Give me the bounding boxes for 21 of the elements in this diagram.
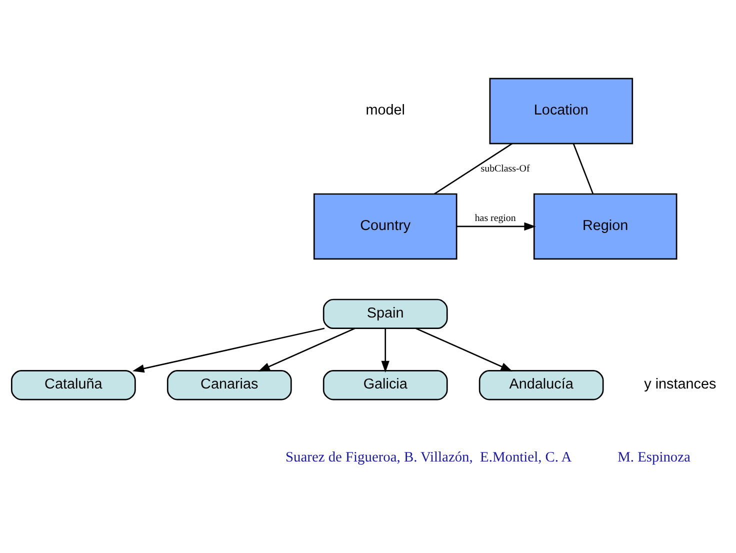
arrow: [416, 328, 513, 372]
label: Suarez de Figueroa, B. Villazón, E.Montiel, C. A: [286, 450, 572, 466]
node-box: Location: [489, 78, 634, 144]
label: y instances: [644, 376, 716, 393]
connector: [572, 143, 594, 194]
node-box: Galicia: [322, 370, 448, 400]
node-box: Region: [533, 193, 678, 260]
node-box: Canarias: [166, 370, 292, 400]
node-box: Andalucía: [478, 370, 604, 400]
arrow: [132, 328, 325, 373]
edge-label: has region: [474, 212, 516, 224]
node-box: Spain: [322, 298, 448, 330]
arrow: [456, 222, 536, 231]
label: M. Espinoza: [618, 450, 690, 466]
connector: [434, 143, 513, 194]
edge-label: subClass-Of: [480, 163, 530, 174]
label: model: [366, 102, 405, 118]
node-box: Cataluña: [10, 370, 136, 400]
node-box: Country: [313, 193, 458, 260]
arrow: [258, 328, 356, 372]
arrow: [381, 328, 390, 373]
